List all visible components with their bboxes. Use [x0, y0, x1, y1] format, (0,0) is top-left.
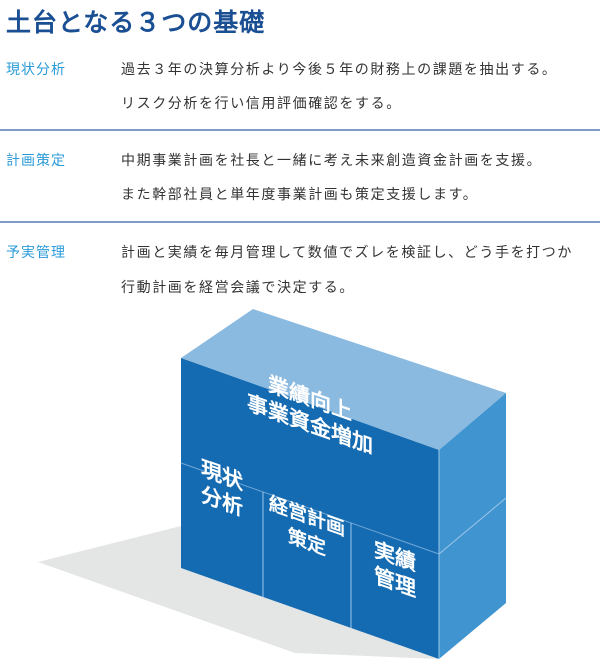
divider-line — [438, 497, 507, 555]
page-title: 土台となる３つの基礎 — [6, 8, 266, 37]
divider-line — [180, 462, 440, 555]
section-label: 計画策定 — [6, 153, 66, 169]
section-label: 予実管理 — [6, 245, 66, 261]
section-text: 中期事業計画を社長と一緒に考え未来創造資金計画を支援。 — [121, 153, 543, 169]
block-shadow — [38, 526, 439, 659]
section-text: リスク分析を行い信用評価確認をする。 — [121, 96, 402, 112]
section-text: 行動計画を経営会議で決定する。 — [121, 280, 355, 296]
section-label: 現状分析 — [6, 62, 66, 78]
divider — [0, 129, 600, 131]
block-top-face — [181, 309, 506, 450]
divider — [0, 221, 600, 223]
section-text: 過去３年の決算分析より今後５年の財務上の課題を抽出する。 — [121, 62, 558, 78]
section-text: また幹部社員と単年度事業計画も策定支援します。 — [121, 187, 479, 203]
section-text: 計画と実績を毎月管理して数値でズレを検証し、どう手を打つか — [121, 245, 573, 261]
